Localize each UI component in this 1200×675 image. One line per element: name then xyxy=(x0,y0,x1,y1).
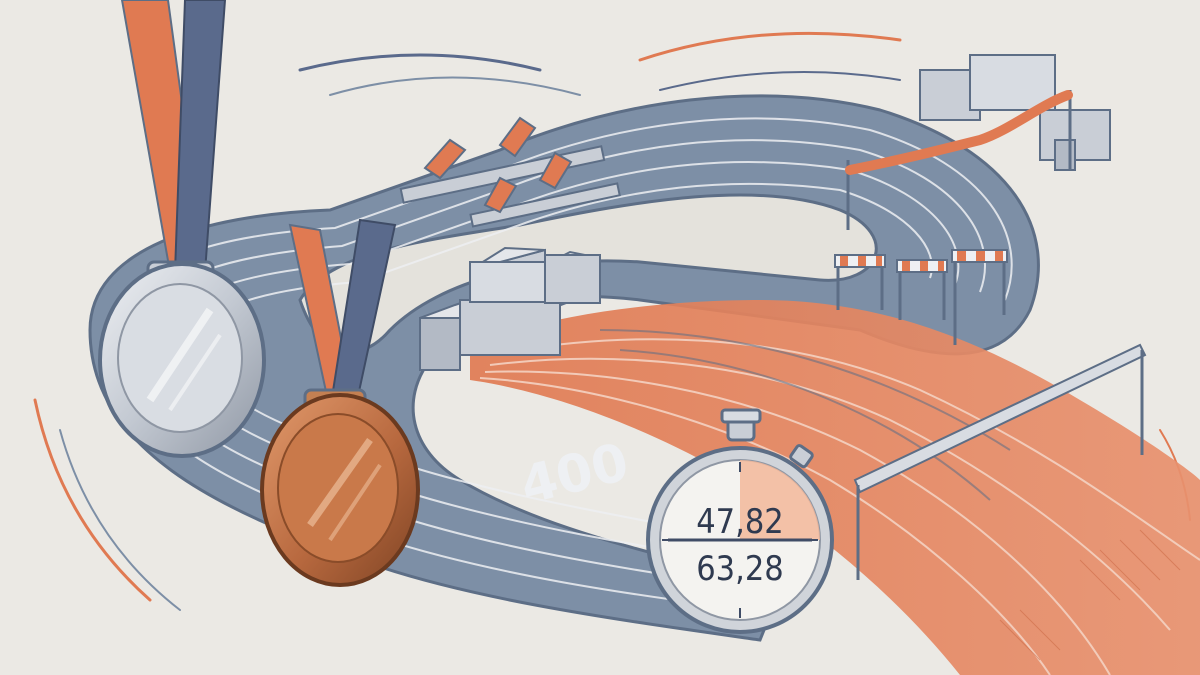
hurdle-icon xyxy=(896,259,948,320)
bronze-medal-icon xyxy=(260,218,420,587)
silver-medal-icon xyxy=(98,0,266,458)
stopwatch-time-top: 47,82 xyxy=(696,502,784,542)
orange-track xyxy=(470,300,1200,675)
stopwatch-time-bottom: 63,28 xyxy=(696,549,784,589)
starting-block-icon xyxy=(399,116,621,228)
podium-icon xyxy=(919,54,1111,171)
hurdle-icon xyxy=(951,249,1008,345)
finish-tape-icon xyxy=(845,90,1073,230)
hurdle-icon xyxy=(834,254,886,310)
stopwatch-icon: 47,82 63,28 xyxy=(646,408,834,634)
podium-icon xyxy=(419,246,601,371)
finish-gate xyxy=(853,343,1147,580)
